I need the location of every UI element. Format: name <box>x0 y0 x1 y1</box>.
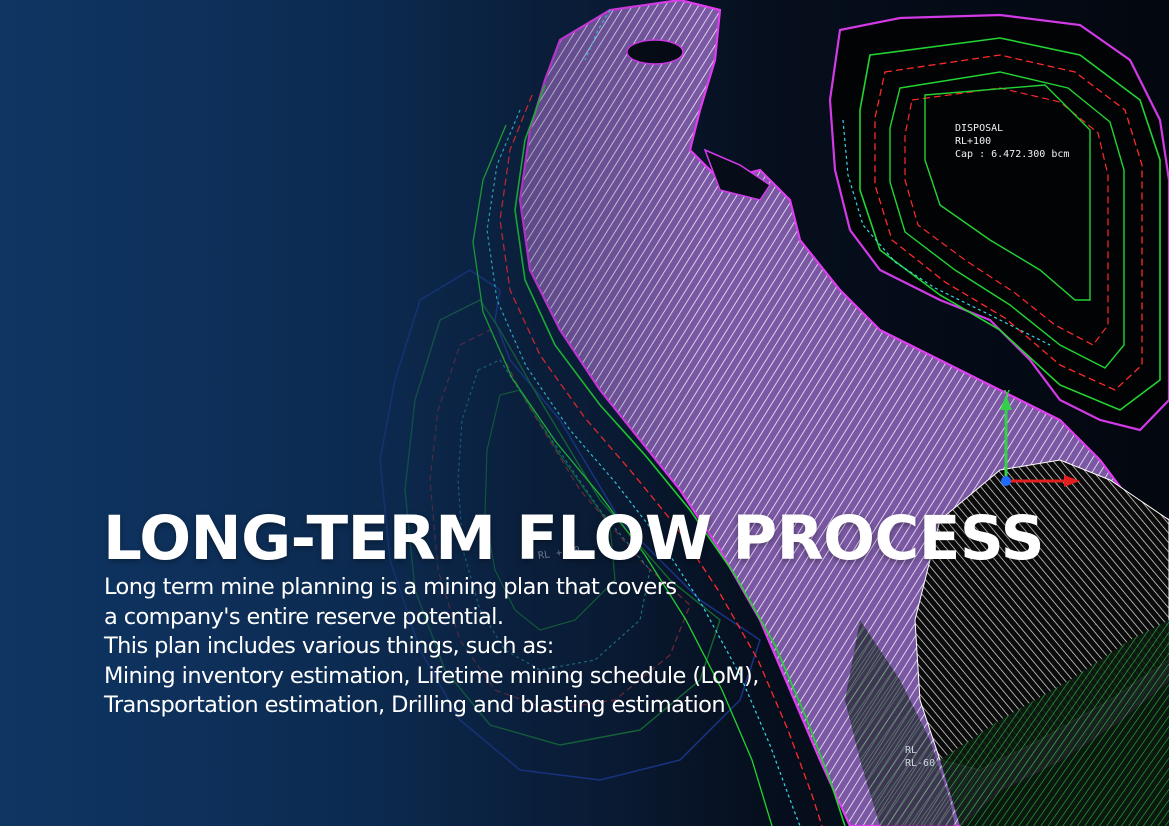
description: Long term mine planning is a mining plan… <box>104 573 984 721</box>
description-line: Mining inventory estimation, Lifetime mi… <box>104 662 759 689</box>
headline: LONG-TERM FLOW PROCESS <box>103 503 1045 574</box>
description-line: This plan includes various things, such … <box>104 633 554 659</box>
description-line: a company's entire reserve potential. <box>104 603 504 630</box>
description-line: Transportation estimation, Drilling and … <box>104 692 726 718</box>
axis-y-label: Y <box>1004 389 1011 400</box>
disposal-label: DISPOSAL RL+100 Cap : 6.472.300 bcm <box>955 123 1070 160</box>
rl-label-bottom: RL RL-60 <box>905 745 936 769</box>
description-line: Long term mine planning is a mining plan… <box>104 574 677 600</box>
